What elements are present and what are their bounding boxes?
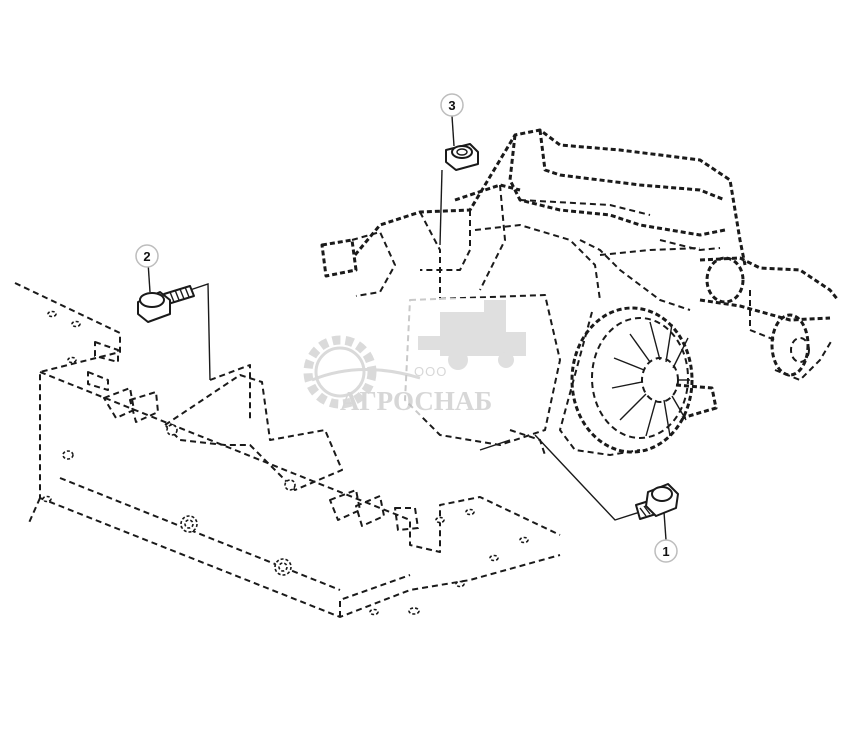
callout-1-label: 1 xyxy=(662,544,669,559)
harvester-icon xyxy=(418,300,526,370)
frame-rail xyxy=(14,282,561,618)
bolt-part-2 xyxy=(137,261,211,381)
callout-3-label: 3 xyxy=(448,98,455,113)
nut-part-3 xyxy=(439,115,479,246)
bolt-part-1 xyxy=(534,434,679,541)
watermark-name: АГРОСНАБ xyxy=(340,386,492,416)
callout-3: 3 xyxy=(440,93,464,117)
watermark-logo: ООО АГРОСНАБ xyxy=(303,298,540,416)
callout-1: 1 xyxy=(654,539,678,563)
watermark-prefix: ООО xyxy=(414,364,447,379)
callout-2: 2 xyxy=(135,244,159,268)
gear-icon xyxy=(303,335,421,409)
callout-2-label: 2 xyxy=(143,249,150,264)
